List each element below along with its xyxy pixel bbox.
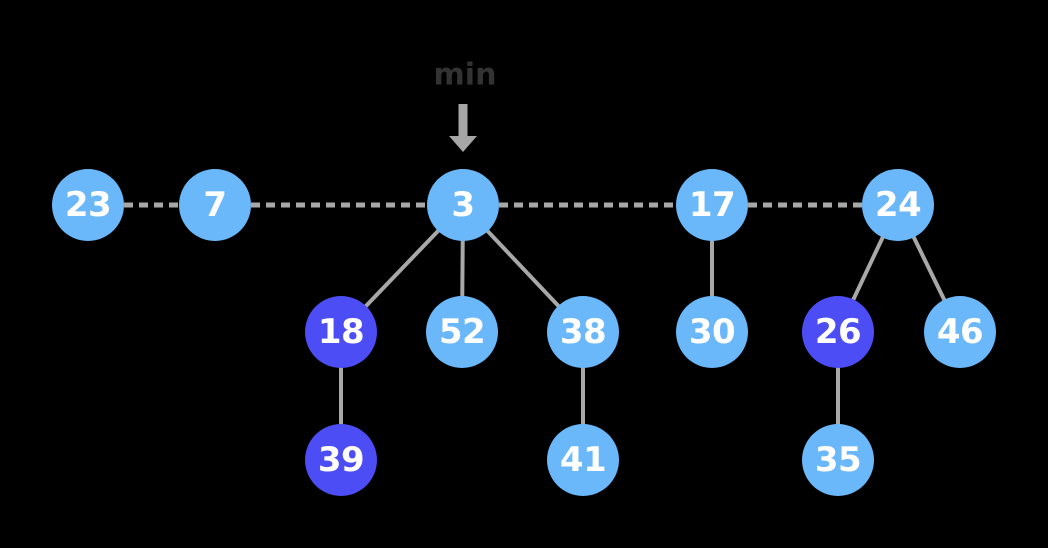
min-pointer-label: min	[433, 57, 497, 93]
min-pointer-arrow	[449, 104, 477, 152]
heap-node-17[interactable]: 17	[676, 169, 748, 241]
heap-node-24[interactable]: 24	[862, 169, 934, 241]
tree-edge	[911, 234, 947, 303]
tree-edge	[484, 228, 562, 309]
heap-node-35[interactable]: 35	[802, 424, 874, 496]
tree-edge	[363, 228, 441, 309]
heap-node-46[interactable]: 46	[924, 296, 996, 368]
tree-edge	[850, 234, 886, 303]
heap-node-38[interactable]: 38	[547, 296, 619, 368]
heap-node-52[interactable]: 52	[426, 296, 498, 368]
heap-node-39[interactable]: 39	[305, 424, 377, 496]
heap-node-3[interactable]: 3	[427, 169, 499, 241]
heap-node-18[interactable]: 18	[305, 296, 377, 368]
heap-node-30[interactable]: 30	[676, 296, 748, 368]
heap-node-23[interactable]: 23	[52, 169, 124, 241]
child-edge-group	[339, 228, 947, 426]
heap-node-41[interactable]: 41	[547, 424, 619, 496]
heap-node-7[interactable]: 7	[179, 169, 251, 241]
heap-node-26[interactable]: 26	[802, 296, 874, 368]
min-arrow-head	[449, 136, 477, 152]
